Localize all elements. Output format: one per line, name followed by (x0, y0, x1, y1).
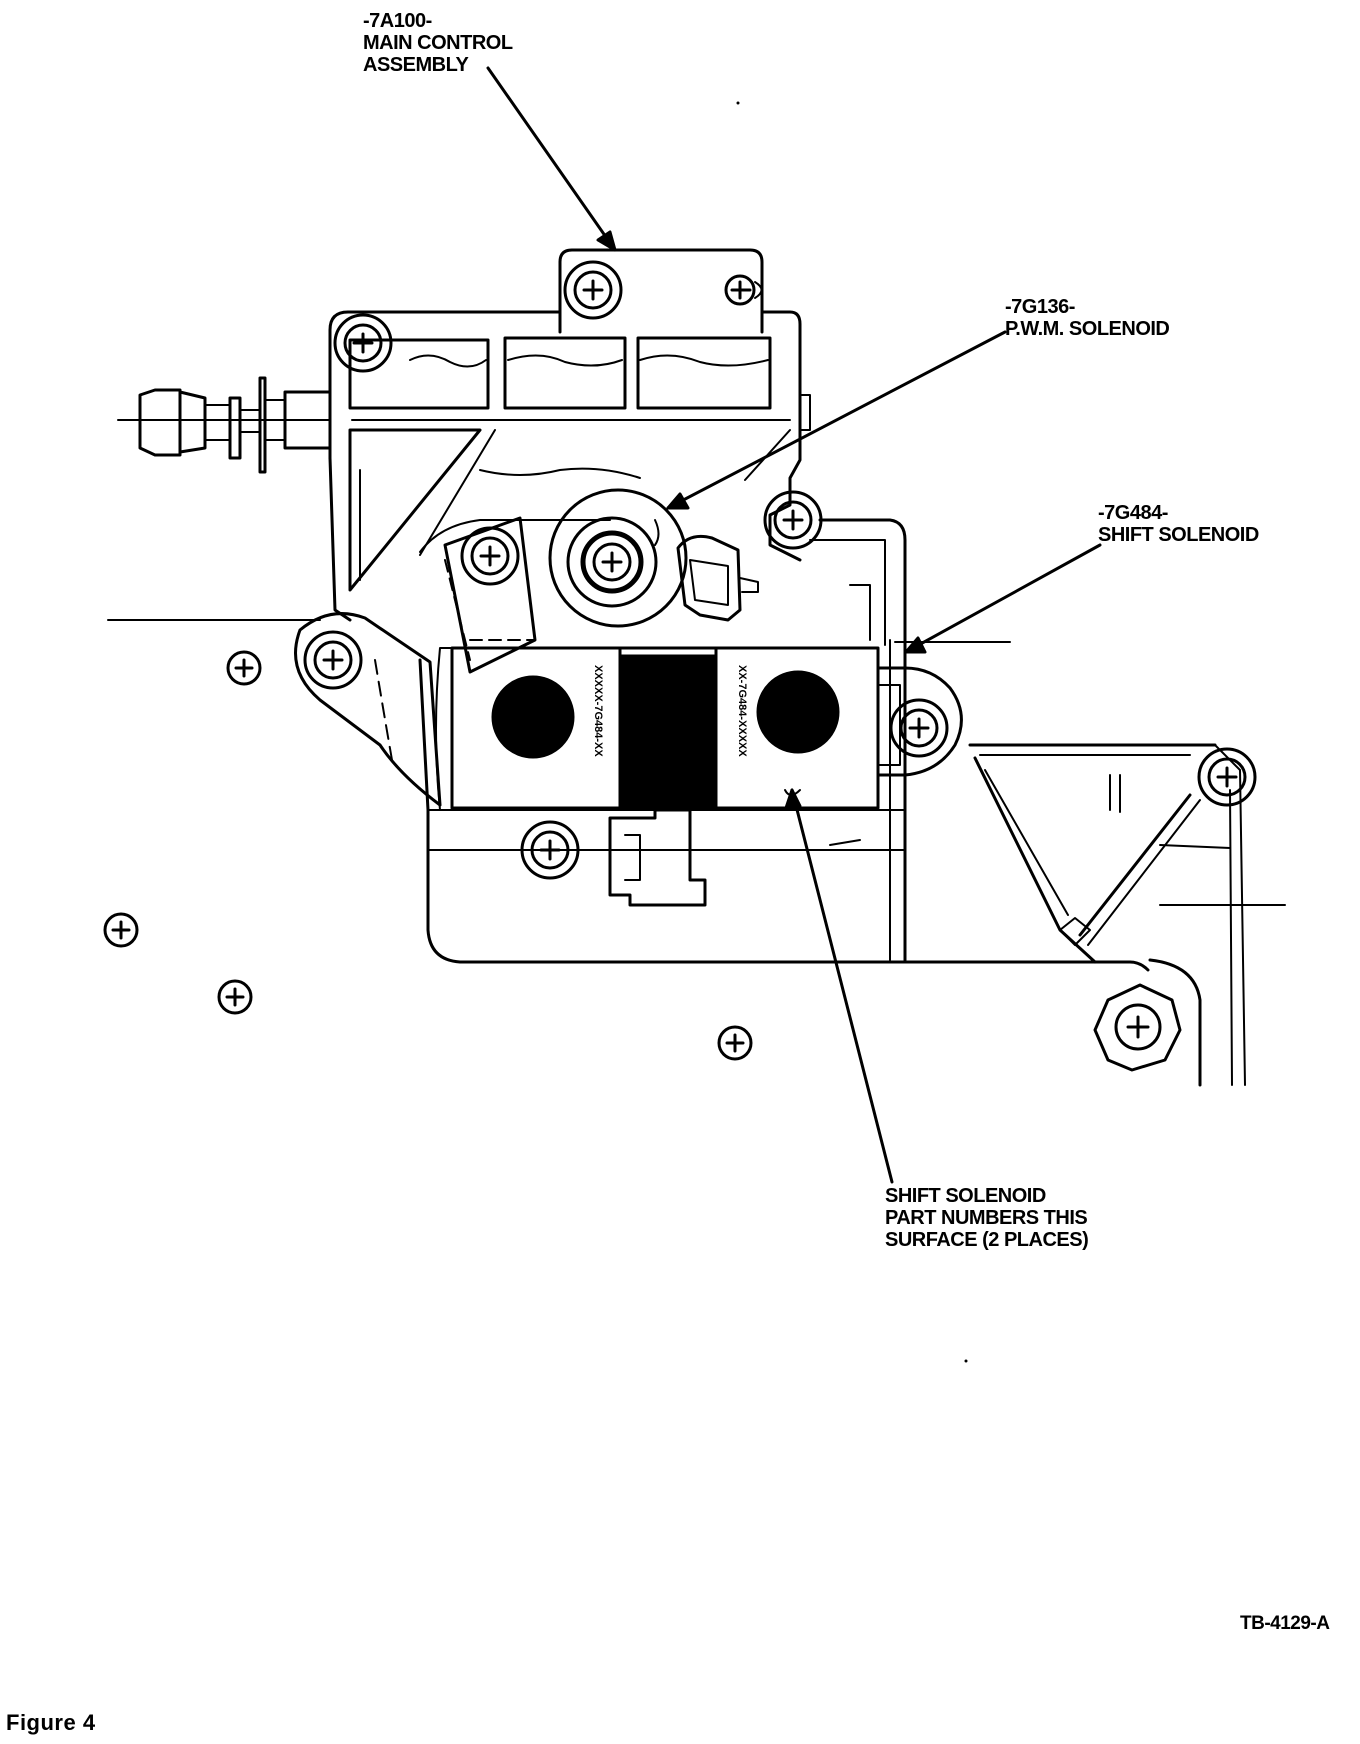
callout-shift-part: -7G484- (1098, 502, 1168, 524)
callout-shift-solenoid: -7G484- SHIFT SOLENOID (1098, 502, 1259, 546)
pwm-solenoid (419, 488, 759, 674)
callout-shift-line1: SHIFT SOLENOID (1098, 524, 1259, 546)
left-bracket (107, 612, 442, 807)
callout-main-control-line1: MAIN CONTROL (363, 32, 513, 54)
callout-pwm-part: -7G136- (1005, 296, 1075, 318)
solenoid-markings: XXXXX-7G484-XX XX-7G484-XXXXX (592, 665, 748, 757)
leader-shift-solenoid (904, 543, 1102, 654)
callout-main-control-line2: ASSEMBLY (363, 54, 469, 76)
figure-caption: Figure 4 (6, 1710, 96, 1735)
leader-pwm-solenoid (666, 330, 1007, 510)
manual-valve-shaft (117, 376, 332, 474)
callout-pwm-line1: P.W.M. SOLENOID (1005, 318, 1170, 340)
shift-solenoid-body (435, 646, 963, 811)
bolts (103, 260, 1257, 1072)
note-line3: SURFACE (2 PLACES) (885, 1229, 1089, 1251)
note-line2: PART NUMBERS THIS (885, 1207, 1088, 1229)
note-line1: SHIFT SOLENOID (885, 1185, 1046, 1207)
solenoid-marking-left: XXXXX-7G484-XX (592, 665, 604, 757)
callout-part-numbers-note: SHIFT SOLENOID PART NUMBERS THIS SURFACE… (885, 1185, 1089, 1251)
leader-part-numbers (790, 788, 894, 1184)
callout-pwm-solenoid: -7G136- P.W.M. SOLENOID (1005, 296, 1170, 340)
leader-main-control (486, 66, 617, 252)
main-control-housing (328, 248, 907, 652)
leader-lines (486, 66, 1102, 1184)
callout-main-control: -7A100- MAIN CONTROL ASSEMBLY (363, 10, 513, 76)
reference-code: TB-4129-A (1240, 1613, 1330, 1634)
callout-main-control-part: -7A100- (363, 10, 432, 32)
solenoid-marking-right: XX-7G484-XXXXX (736, 665, 748, 757)
lower-plate (418, 639, 1286, 1087)
